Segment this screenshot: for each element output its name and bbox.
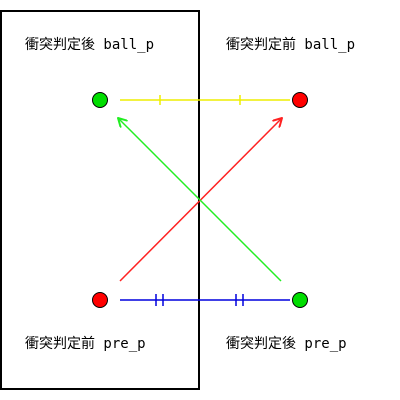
ball-before-bottom-left	[92, 292, 108, 308]
label-before-pre-p: 衝突判定前 pre_p	[25, 336, 146, 352]
ball-before-top-right	[292, 92, 308, 108]
arrow-after-collision	[118, 118, 282, 282]
label-after-pre-p: 衝突判定後 pre_p	[226, 336, 347, 352]
label-before-ball-p: 衝突判定前 ball_p	[226, 37, 356, 53]
ball-after-bottom-right	[292, 292, 308, 308]
label-after-ball-p: 衝突判定後 ball_p	[25, 37, 155, 53]
ball-after-top-left	[92, 92, 108, 108]
wall-boundary	[0, 10, 200, 390]
arrow-before-collision	[119, 118, 282, 282]
